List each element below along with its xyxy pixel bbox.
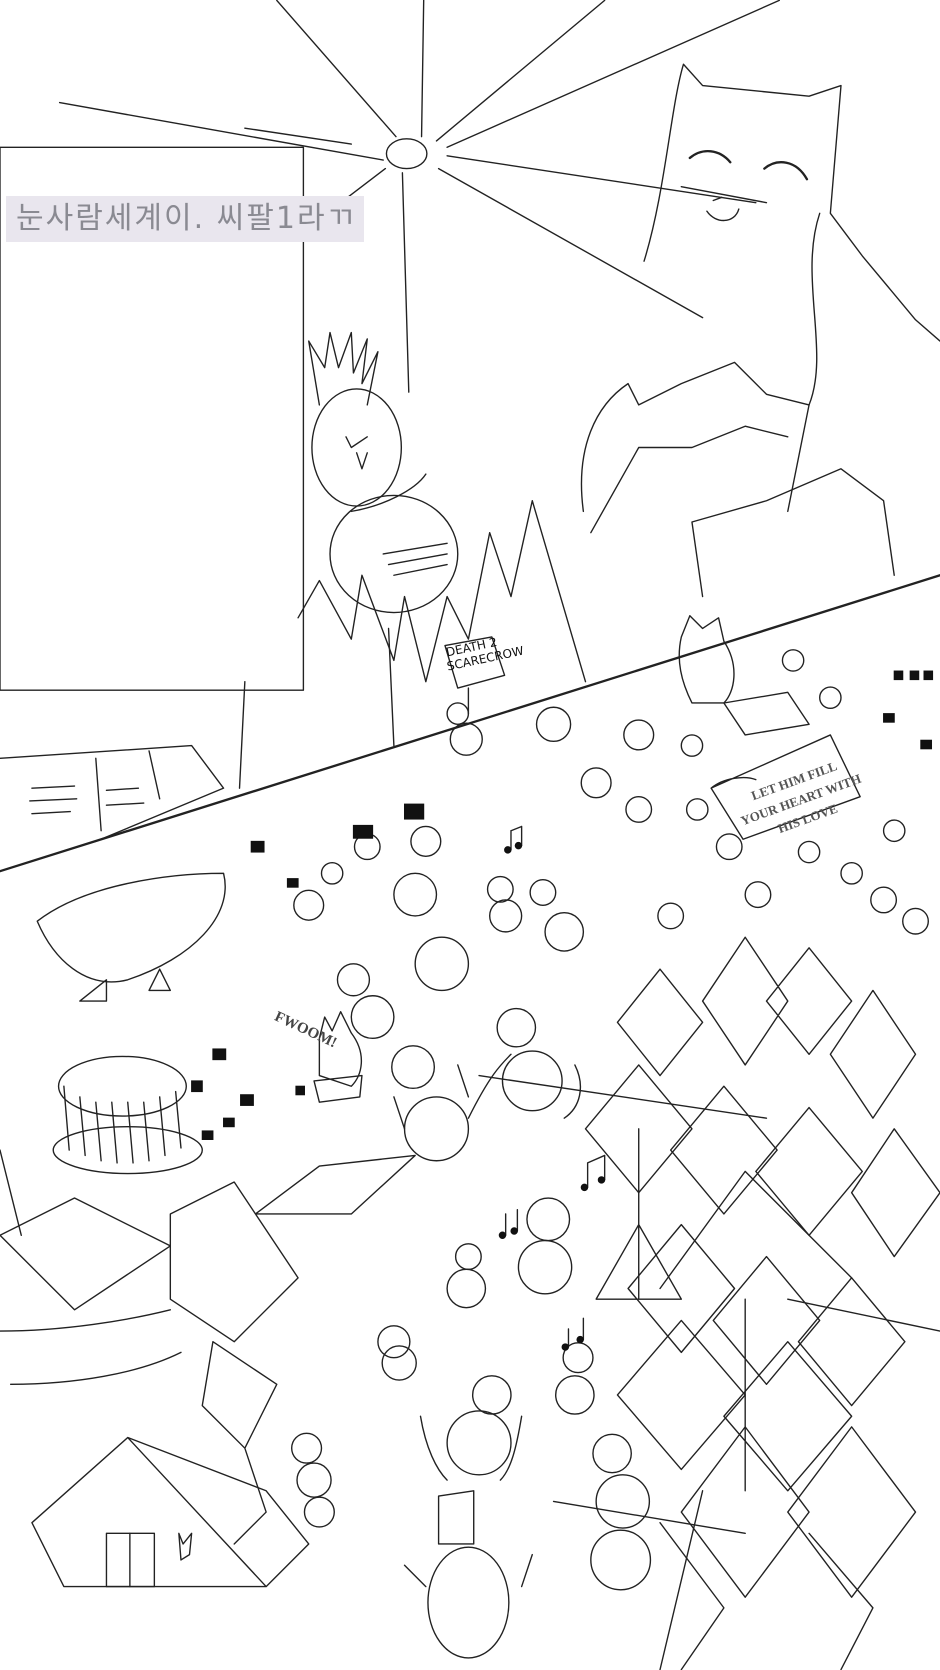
kite-giant bbox=[0, 1149, 416, 1545]
cat-mountain bbox=[580, 63, 940, 598]
tent bbox=[31, 1436, 310, 1588]
flame bbox=[313, 1011, 363, 1103]
building bbox=[0, 744, 225, 843]
music-notes bbox=[498, 825, 606, 1351]
death-sign bbox=[444, 636, 506, 756]
cockatoo bbox=[238, 331, 587, 789]
carousel bbox=[52, 1055, 203, 1175]
panel-frame bbox=[0, 146, 305, 691]
cat-idol bbox=[678, 615, 861, 840]
crowd bbox=[290, 649, 929, 1659]
crystal-cluster bbox=[478, 936, 940, 1670]
korean-caption: 눈사람세계이. 씨팔1라ㄲ bbox=[6, 196, 364, 242]
top-hats bbox=[191, 670, 934, 1140]
blimp bbox=[36, 872, 226, 1002]
sun bbox=[58, 0, 780, 393]
